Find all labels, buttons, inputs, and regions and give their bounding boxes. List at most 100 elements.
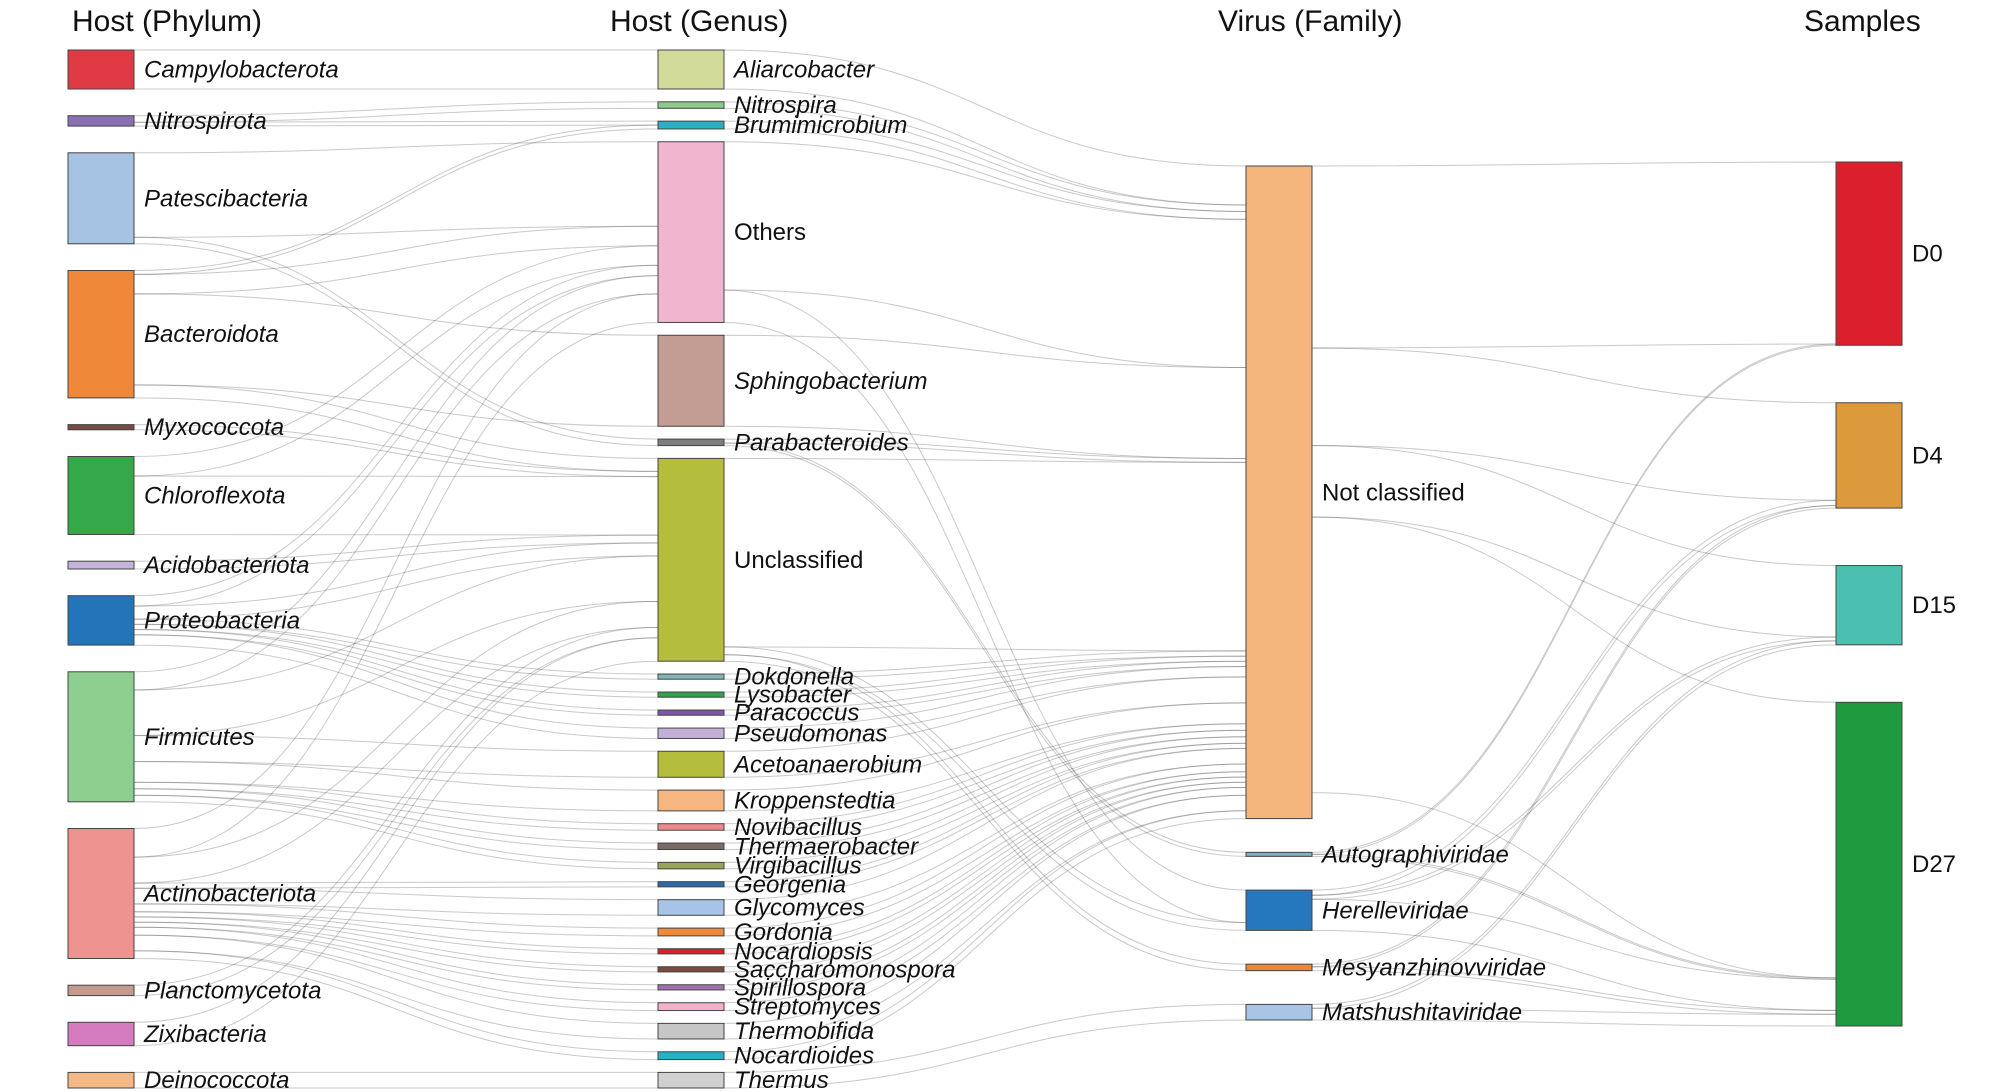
node-autographiviridae: Autographiviridae (1245, 841, 1509, 868)
node-label-virgibacillus: Virgibacillus (734, 853, 862, 880)
node-acidobacteriota: Acidobacteriota (67, 552, 309, 579)
node-label-not_classified: Not classified (1322, 479, 1465, 506)
flow-planctomycetota-to-unclassified (133, 626, 659, 997)
node-label-nocardioides: Nocardioides (734, 1043, 874, 1070)
node-thermobifida: Thermobifida (657, 1018, 874, 1045)
node-kroppenstedtia: Kroppenstedtia (657, 787, 895, 814)
node-bar-lysobacter (657, 691, 725, 698)
node-bar-saccharomonospora (657, 966, 725, 973)
node-parabacteroides: Parabacteroides (657, 429, 909, 456)
node-bar-patescibacteria (67, 152, 135, 245)
node-nocardiopsis: Nocardiopsis (657, 938, 873, 965)
node-label-d27: D27 (1912, 851, 1956, 878)
node-label-nitrospira: Nitrospira (734, 92, 837, 119)
node-sphingobacterium: Sphingobacterium (657, 334, 927, 427)
node-label-mesyanzhinovviridae: Mesyanzhinovviridae (1322, 954, 1546, 981)
flows (133, 49, 1837, 1089)
node-label-bacteroidota: Bacteroidota (144, 321, 279, 348)
node-saccharomonospora: Saccharomonospora (657, 956, 955, 983)
node-bar-herelleviridae (1245, 889, 1313, 931)
node-firmicutes: Firmicutes (67, 671, 255, 803)
node-bar-novibacillus (657, 823, 725, 831)
node-label-gordonia: Gordonia (734, 919, 833, 946)
node-d0: D0 (1835, 161, 1943, 346)
flow-actinobacteriota-to-gordonia (133, 903, 659, 937)
node-label-glycomyces: Glycomyces (734, 894, 865, 921)
node-label-brumimicrobium: Brumimicrobium (734, 112, 907, 139)
node-label-actinobacteriota: Actinobacteriota (142, 881, 316, 908)
node-bar-acidobacteriota (67, 560, 135, 570)
node-bar-proteobacteria (67, 595, 135, 646)
node-thermaerobacter: Thermaerobacter (657, 833, 919, 860)
nodes: CampylobacterotaNitrospirotaPatescibacte… (67, 49, 1956, 1092)
flow-bacteroidota-to-others (133, 225, 659, 295)
node-label-sphingobacterium: Sphingobacterium (734, 368, 927, 395)
node-bar-spirillospora (657, 984, 725, 991)
node-bar-nitrospirota (67, 115, 135, 127)
node-label-patescibacteria: Patescibacteria (144, 185, 308, 212)
node-d27: D27 (1835, 701, 1956, 1027)
node-pseudomonas: Pseudomonas (657, 720, 887, 747)
node-unclassified: Unclassified (657, 457, 863, 662)
node-patescibacteria: Patescibacteria (67, 152, 308, 245)
node-label-myxococcota: Myxococcota (144, 414, 284, 441)
node-label-autographiviridae: Autographiviridae (1320, 841, 1509, 868)
node-campylobacterota: Campylobacterota (67, 49, 339, 90)
node-bar-streptomyces (657, 1002, 725, 1012)
node-label-paracoccus: Paracoccus (734, 700, 859, 727)
node-bar-parabacteroides (657, 438, 725, 447)
flow-not_classified-to-d15 (1311, 444, 1837, 638)
node-streptomyces: Streptomyces (657, 994, 881, 1021)
node-others: Others (657, 141, 806, 323)
node-bar-matshushitaviridae (1245, 1003, 1313, 1021)
node-bar-actinobacteriota (67, 828, 135, 959)
node-label-zixibacteria: Zixibacteria (143, 1021, 267, 1048)
node-virgibacillus: Virgibacillus (657, 853, 862, 880)
flow-not_classified-to-d4 (1311, 347, 1837, 501)
node-d15: D15 (1835, 565, 1956, 646)
node-nocardioides: Nocardioides (657, 1043, 874, 1070)
node-label-firmicutes: Firmicutes (144, 724, 255, 751)
node-bar-d27 (1835, 701, 1903, 1027)
node-glycomyces: Glycomyces (657, 894, 865, 921)
node-chloroflexota: Chloroflexota (67, 456, 285, 535)
node-label-thermobifida: Thermobifida (734, 1018, 874, 1045)
node-georgenia: Georgenia (657, 871, 846, 898)
node-label-kroppenstedtia: Kroppenstedtia (734, 787, 895, 814)
node-actinobacteriota: Actinobacteriota (67, 828, 316, 959)
node-bar-bacteroidota (67, 270, 135, 399)
flow-others-to-not_classified (723, 141, 1247, 369)
node-label-chloroflexota: Chloroflexota (144, 483, 285, 510)
node-bar-dokdonella (657, 673, 725, 680)
node-nitrospirota: Nitrospirota (67, 108, 267, 135)
node-bar-pseudomonas (657, 727, 725, 739)
node-label-unclassified: Unclassified (734, 547, 863, 574)
node-bar-myxococcota (67, 424, 135, 431)
node-bar-autographiviridae (1245, 851, 1313, 857)
node-bar-thermobifida (657, 1022, 725, 1040)
header-samples: Samples (1804, 5, 1921, 38)
node-bar-firmicutes (67, 671, 135, 803)
node-lysobacter: Lysobacter (657, 682, 852, 709)
node-bar-others (657, 141, 725, 323)
flow-herelleviridae-to-d4 (1311, 499, 1837, 896)
node-nitrospira: Nitrospira (657, 92, 837, 119)
node-bar-virgibacillus (657, 861, 725, 870)
node-label-nocardiopsis: Nocardiopsis (734, 938, 873, 965)
node-bar-sphingobacterium (657, 334, 725, 427)
node-label-others: Others (734, 219, 806, 246)
flow-not_classified-to-d0 (1311, 161, 1837, 349)
header-host-phylum: Host (Phylum) (72, 5, 262, 38)
node-bar-not_classified (1245, 165, 1313, 820)
node-label-saccharomonospora: Saccharomonospora (734, 956, 955, 983)
node-deinococcota: Deinococcota (67, 1067, 289, 1092)
node-label-d0: D0 (1912, 241, 1943, 268)
node-brumimicrobium: Brumimicrobium (657, 112, 907, 139)
node-label-herelleviridae: Herelleviridae (1322, 897, 1469, 924)
node-bar-georgenia (657, 881, 725, 888)
column-headers: Host (Phylum) Host (Genus) Virus (Family… (72, 5, 1921, 38)
node-label-thermaerobacter: Thermaerobacter (734, 833, 919, 860)
node-bar-aliarcobacter (657, 49, 725, 90)
node-bacteroidota: Bacteroidota (67, 270, 279, 399)
node-label-aliarcobacter: Aliarcobacter (732, 57, 875, 84)
